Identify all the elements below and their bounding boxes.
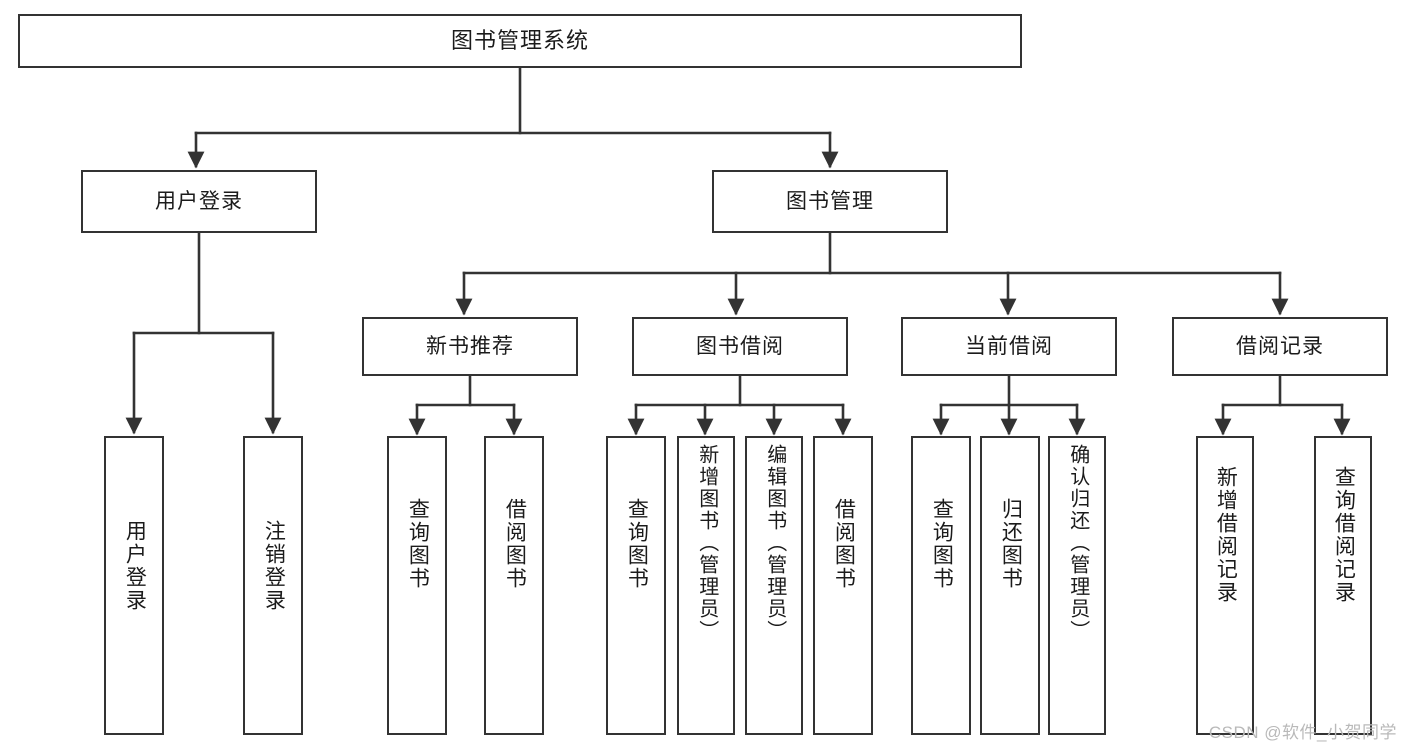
node-book-management[interactable]: 图书管理 [712,170,948,233]
node-leaf-query-record[interactable]: 查询借阅记录 [1314,436,1372,735]
node-borrow-record-label: 借阅记录 [1236,334,1324,358]
node-book-borrow[interactable]: 图书借阅 [632,317,848,376]
node-leaf-logout-login[interactable]: 注销登录 [243,436,303,735]
node-leaf-add-book-label: 新增图书（管理员） [695,444,718,642]
node-user-login[interactable]: 用户登录 [81,170,317,233]
node-leaf-query-book-2-label: 查询图书 [625,498,649,590]
node-leaf-add-record-label: 新增借阅记录 [1214,466,1238,604]
node-current-borrow-label: 当前借阅 [965,334,1053,358]
node-book-borrow-label: 图书借阅 [696,334,784,358]
node-leaf-edit-book[interactable]: 编辑图书（管理员） [745,436,803,735]
node-leaf-add-book[interactable]: 新增图书（管理员） [677,436,735,735]
node-book-management-label: 图书管理 [786,189,874,213]
node-new-book-recommend[interactable]: 新书推荐 [362,317,578,376]
node-current-borrow[interactable]: 当前借阅 [901,317,1117,376]
node-leaf-user-login[interactable]: 用户登录 [104,436,164,735]
node-leaf-confirm-return-label: 确认归还（管理员） [1066,444,1089,642]
node-leaf-query-book-3-label: 查询图书 [930,498,954,590]
watermark-text: CSDN @软件_小贺同学 [1208,723,1397,742]
node-leaf-query-book-2[interactable]: 查询图书 [606,436,666,735]
node-leaf-return-book-label: 归还图书 [999,498,1023,590]
node-leaf-borrow-book-1[interactable]: 借阅图书 [484,436,544,735]
node-leaf-query-book-3[interactable]: 查询图书 [911,436,971,735]
node-new-book-recommend-label: 新书推荐 [426,334,514,358]
node-leaf-logout-login-label: 注销登录 [262,520,286,612]
node-leaf-edit-book-label: 编辑图书（管理员） [763,444,786,642]
node-leaf-borrow-book-2[interactable]: 借阅图书 [813,436,873,735]
node-leaf-query-book-1[interactable]: 查询图书 [387,436,447,735]
node-leaf-confirm-return[interactable]: 确认归还（管理员） [1048,436,1106,735]
node-borrow-record[interactable]: 借阅记录 [1172,317,1388,376]
node-leaf-return-book[interactable]: 归还图书 [980,436,1040,735]
node-root-label: 图书管理系统 [450,27,589,53]
node-leaf-borrow-book-1-label: 借阅图书 [503,498,527,590]
node-leaf-user-login-label: 用户登录 [123,520,147,612]
node-leaf-borrow-book-2-label: 借阅图书 [832,498,856,590]
node-leaf-query-record-label: 查询借阅记录 [1332,466,1356,604]
node-leaf-query-book-1-label: 查询图书 [406,498,430,590]
node-user-login-label: 用户登录 [155,189,243,213]
node-leaf-add-record[interactable]: 新增借阅记录 [1196,436,1254,735]
node-root[interactable]: 图书管理系统 [18,14,1022,68]
